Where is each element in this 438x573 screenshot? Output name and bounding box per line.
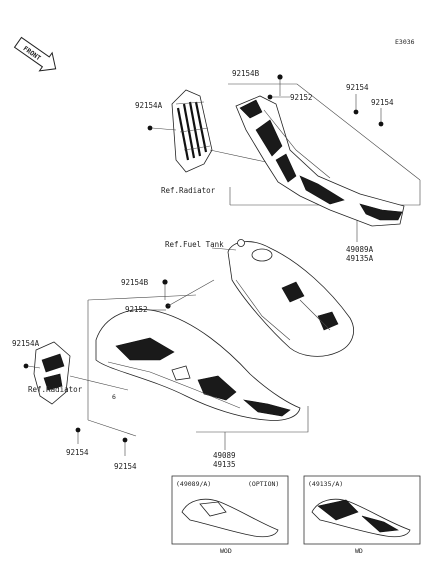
bolt-icon <box>353 109 359 115</box>
caption-wod: WOD <box>220 547 232 555</box>
label-92154-lower-2: 92154 <box>114 462 137 471</box>
part-number-49089a: 49089A <box>346 245 374 254</box>
option-box-wd: (49135/A) WD <box>303 475 421 555</box>
label-92152-lower: 92152 <box>125 305 148 314</box>
fuel-tank <box>227 239 354 357</box>
lower-radiator-guard <box>33 341 71 405</box>
option-code-49135a: (49135/A) <box>308 480 343 488</box>
bolt-icon <box>122 437 128 443</box>
upper-shroud <box>235 95 405 227</box>
lower-bracket-lines <box>87 294 309 450</box>
shroud-thumbnail-wd <box>311 498 411 538</box>
ref-radiator-lower: Ref.Radiator <box>28 385 83 394</box>
bolt-icon <box>147 125 153 131</box>
part-number-49089: 49089 <box>213 451 236 460</box>
option-tag: (OPTION) <box>248 480 279 488</box>
part-number-49135: 49135 <box>213 460 236 469</box>
caption-wd: WD <box>355 547 363 555</box>
label-92154-lower-1: 92154 <box>66 448 89 457</box>
shroud-thumbnail-wod <box>181 498 279 538</box>
washer-icon <box>267 94 273 100</box>
part-number-49135a: 49135A <box>346 254 374 263</box>
label-92154a-upper: 92154A <box>135 101 163 110</box>
label-92154-upper-1: 92154 <box>346 83 369 92</box>
upper-leaders <box>151 80 382 163</box>
label-92154b-lower: 92154B <box>121 278 149 287</box>
label-92154-upper-2: 92154 <box>371 98 394 107</box>
bolt-icon <box>162 279 168 285</box>
upper-radiator-guard <box>171 89 213 173</box>
bolt-icon <box>378 121 384 127</box>
label-92152-upper: 92152 <box>290 93 313 102</box>
label-92154b-upper: 92154B <box>232 69 260 78</box>
lower-shroud: 6 <box>95 309 301 421</box>
label-92154a-lower: 92154A <box>12 339 40 348</box>
lower-leaders <box>27 279 215 456</box>
shroud-mark: 6 <box>112 393 116 401</box>
ref-fuel-tank: Ref.Fuel Tank <box>165 240 224 249</box>
option-box-wod: (49089/A) (OPTION) WOD <box>171 475 289 555</box>
bolt-icon <box>75 427 81 433</box>
ref-radiator-upper: Ref.Radiator <box>161 186 216 195</box>
front-arrow-icon: FRONT <box>13 36 57 72</box>
bolt-icon <box>23 363 29 369</box>
ref-tank-leader <box>211 247 237 251</box>
bolt-icon <box>277 74 283 80</box>
diagram-code: E3036 <box>395 38 415 46</box>
option-code-49089a: (49089/A) <box>176 480 211 488</box>
